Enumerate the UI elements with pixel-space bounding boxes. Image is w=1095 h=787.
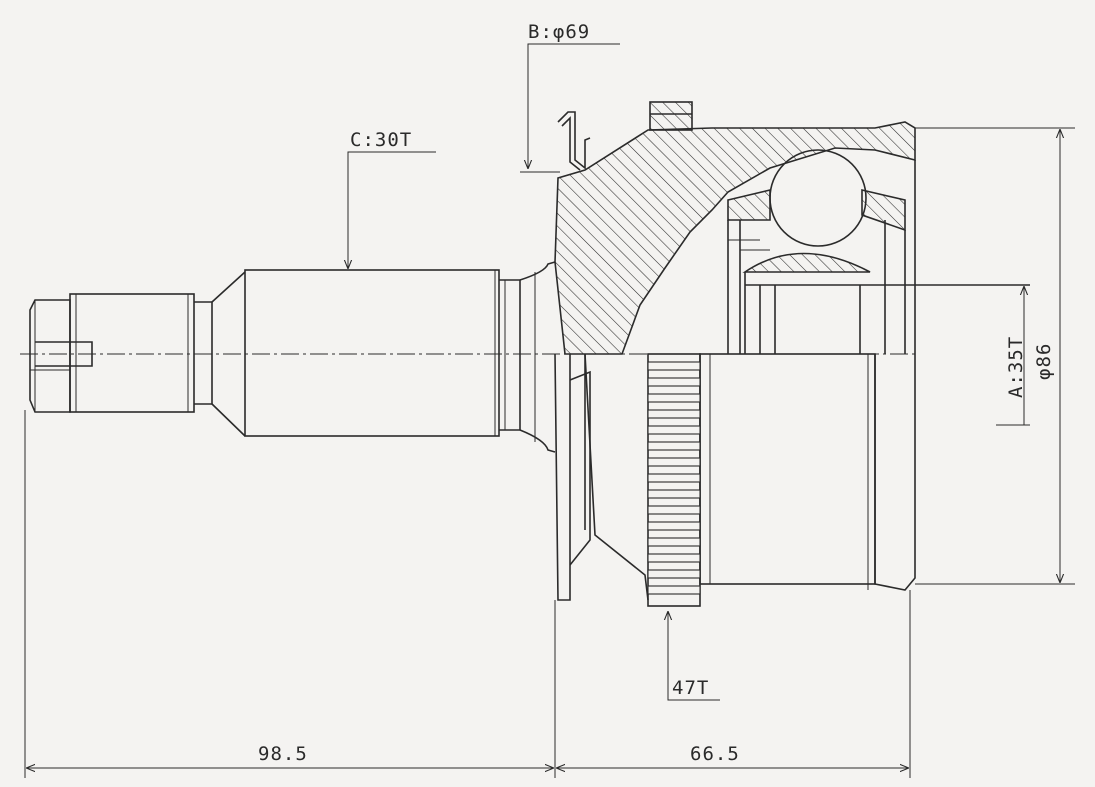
tone-ring-tooth [647, 489, 701, 499]
tone-ring-tooth [647, 553, 701, 563]
tone-ring-tooth [647, 521, 701, 531]
tone-ring-tooth [647, 441, 701, 451]
seal-diameter-label: B:φ69 [528, 21, 590, 43]
diameter-dimensions: A:35T φ86 [915, 127, 1075, 585]
abs-ring-callout: 47T [668, 612, 720, 701]
abs-ring-label: 47T [672, 677, 709, 699]
tone-ring-tooth [647, 409, 701, 419]
outer-spline-label: C:30T [350, 129, 412, 151]
tone-ring-tooth [647, 569, 701, 579]
housing-length-label: 66.5 [690, 743, 740, 765]
tone-ring-tooth [647, 505, 701, 515]
seal-diameter-callout: B:φ69 [520, 21, 620, 173]
housing-lower-half [554, 353, 916, 601]
abs-tone-ring [647, 353, 701, 607]
tone-ring-tooth [647, 473, 701, 483]
length-dimensions: 98.5 66.5 [24, 410, 911, 778]
inner-spline-label: A:35T [1005, 336, 1027, 398]
outer-housing-section [554, 101, 1030, 355]
shaft-length-label: 98.5 [258, 743, 308, 765]
tone-ring-tooth [647, 585, 701, 595]
outer-diameter-label: φ86 [1033, 343, 1055, 380]
tone-ring-tooth [647, 361, 701, 371]
tone-ring-tooth [647, 393, 701, 403]
tone-ring-tooth [647, 425, 701, 435]
stub-shaft [29, 261, 556, 453]
tone-ring-tooth [647, 457, 701, 467]
tone-ring-tooth [647, 537, 701, 547]
tone-ring-tooth [647, 377, 701, 387]
outer-spline-callout: C:30T [348, 129, 436, 268]
